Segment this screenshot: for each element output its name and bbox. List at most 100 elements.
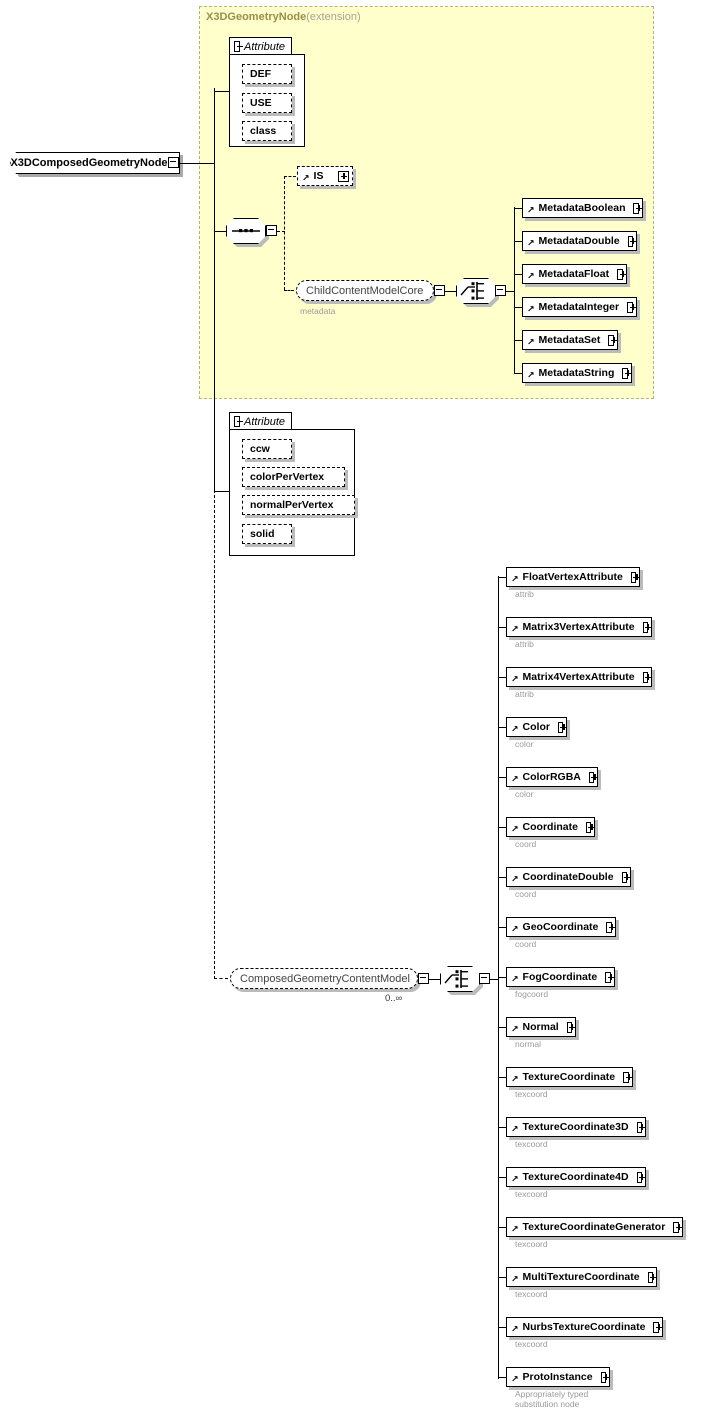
element-floatvertexattribute[interactable]: ↗FloatVertexAttribute (506, 567, 640, 587)
substitution-arrow-icon: ↗ (511, 824, 519, 835)
element-toggle[interactable] (608, 334, 617, 346)
element-caption: coord (515, 889, 537, 899)
attribute-use[interactable]: USE (242, 93, 292, 113)
child-content-model-core-toggle[interactable] (434, 285, 445, 296)
root-node-box[interactable] (10, 152, 180, 174)
element-label: MetadataBoolean (538, 202, 626, 214)
attribute-group-geometry-header[interactable]: Attribute (229, 412, 292, 430)
element-toggle[interactable] (600, 1371, 610, 1383)
element-metadatadouble[interactable]: ↗MetadataDouble (522, 231, 637, 251)
connector-spine-to-core-attrs (214, 90, 230, 92)
connector-spine-to-element (498, 1326, 506, 1328)
element-label: ColorRGBA (522, 771, 581, 783)
extension-base-type-name: X3DGeometryNode (206, 11, 307, 23)
substitution-arrow-icon: ↗ (527, 370, 535, 381)
element-label: NurbsTextureCoordinate (522, 1321, 646, 1333)
element-fogcoordinate[interactable]: ↗FogCoordinate (506, 967, 615, 987)
element-toggle[interactable] (630, 571, 640, 583)
metadata-choice-connector[interactable] (456, 278, 496, 304)
attribute-group-geometry-toggle[interactable] (234, 416, 243, 427)
is-element[interactable]: ↗ IS (297, 166, 353, 186)
element-metadatafloat[interactable]: ↗MetadataFloat (522, 264, 627, 284)
attribute-group-core-toggle[interactable] (234, 41, 243, 52)
element-toggle[interactable] (585, 821, 595, 833)
substitution-arrow-icon: ↗ (511, 624, 519, 635)
attribute-group-core-header[interactable]: Attribute (229, 37, 292, 55)
connector-spine-to-element (514, 339, 522, 341)
element-nurbstexturecoordinate[interactable]: ↗NurbsTextureCoordinate (506, 1317, 663, 1337)
element-colorrgba[interactable]: ↗ColorRGBA (506, 767, 598, 787)
element-toggle[interactable] (605, 971, 614, 983)
element-metadatastring[interactable]: ↗MetadataString (522, 363, 632, 383)
element-toggle[interactable] (622, 367, 631, 379)
is-element-toggle[interactable] (338, 170, 349, 182)
element-toggle[interactable] (623, 1071, 632, 1083)
root-node-toggle[interactable] (168, 157, 179, 168)
substitution-arrow-icon: ↗ (511, 574, 519, 585)
element-label: MetadataSet (538, 334, 601, 346)
attribute-colorpervertex[interactable]: colorPerVertex (242, 467, 345, 487)
connector-spine-to-sequence (214, 230, 227, 232)
element-toggle[interactable] (642, 671, 652, 683)
element-label: Color (522, 721, 550, 733)
composed-geometry-content-model[interactable]: ComposedGeometryContentModel (230, 968, 418, 989)
element-texturecoordinate[interactable]: ↗TextureCoordinate (506, 1067, 633, 1087)
element-toggle[interactable] (642, 621, 652, 633)
connector-to-content-model (214, 978, 228, 979)
element-toggle[interactable] (647, 1271, 657, 1283)
connector-spine-to-element (498, 626, 506, 628)
element-toggle[interactable] (673, 1221, 682, 1233)
element-toggle[interactable] (627, 301, 636, 313)
element-toggle[interactable] (617, 268, 626, 280)
element-toggle[interactable] (653, 1321, 662, 1333)
element-toggle[interactable] (566, 1021, 576, 1033)
attribute-normalpervertex[interactable]: normalPerVertex (242, 495, 355, 515)
element-metadataboolean[interactable]: ↗MetadataBoolean (522, 198, 643, 218)
attribute-def[interactable]: DEF (242, 64, 292, 84)
attribute-group-core-title: Attribute (244, 40, 285, 53)
element-normal[interactable]: ↗Normal (506, 1017, 576, 1037)
geometry-choice-toggle[interactable] (479, 973, 490, 984)
attribute-class[interactable]: class (242, 121, 292, 141)
child-content-model-core[interactable]: ChildContentModelCore (296, 280, 434, 301)
attribute-group-geometry-title: Attribute (244, 415, 285, 428)
element-geocoordinate[interactable]: ↗GeoCoordinate (506, 917, 616, 937)
element-protoinstance[interactable]: ↗ProtoInstance (506, 1367, 610, 1387)
element-label: MetadataString (538, 367, 615, 379)
connector-sequence-branch (277, 230, 285, 232)
element-toggle[interactable] (636, 1121, 646, 1133)
element-coordinate[interactable]: ↗Coordinate (506, 817, 595, 837)
element-coordinatedouble[interactable]: ↗CoordinateDouble (506, 867, 631, 887)
element-texturecoordinate4d[interactable]: ↗TextureCoordinate4D (506, 1167, 646, 1187)
sequence-connector-toggle[interactable] (266, 225, 277, 236)
sequence-connector-glyph (232, 229, 260, 233)
element-metadatainteger[interactable]: ↗MetadataInteger (522, 297, 637, 317)
element-metadataset[interactable]: ↗MetadataSet (522, 330, 618, 350)
attribute-solid[interactable]: solid (242, 524, 292, 544)
metadata-choice-toggle[interactable] (495, 285, 506, 296)
element-matrix4vertexattribute[interactable]: ↗Matrix4VertexAttribute (506, 667, 652, 687)
element-texturecoordinate3d[interactable]: ↗TextureCoordinate3D (506, 1117, 646, 1137)
connector-spine-to-element (498, 1376, 506, 1378)
root-node-label: X3DComposedGeometryNode (10, 157, 168, 169)
element-color[interactable]: ↗Color (506, 717, 567, 737)
element-multitexturecoordinate[interactable]: ↗MultiTextureCoordinate (506, 1267, 657, 1287)
element-caption: color (515, 739, 534, 749)
element-toggle[interactable] (627, 235, 637, 247)
element-toggle[interactable] (588, 771, 598, 783)
element-matrix3vertexattribute[interactable]: ↗Matrix3VertexAttribute (506, 617, 652, 637)
extension-qualifier: (extension) (306, 11, 361, 23)
element-toggle[interactable] (557, 721, 567, 733)
attribute-ccw[interactable]: ccw (242, 439, 292, 459)
substitution-arrow-icon: ↗ (511, 1374, 519, 1385)
element-label: CoordinateDouble (522, 871, 614, 883)
connector-spine-to-element (514, 306, 522, 308)
element-toggle[interactable] (621, 871, 631, 883)
element-toggle[interactable] (633, 202, 642, 214)
element-texturecoordinategenerator[interactable]: ↗TextureCoordinateGenerator (506, 1217, 683, 1237)
element-toggle[interactable] (636, 1171, 646, 1183)
element-caption: attrib (515, 689, 534, 699)
substitution-arrow-icon: ↗ (511, 874, 519, 885)
composed-geometry-content-model-toggle[interactable] (418, 973, 429, 984)
element-toggle[interactable] (606, 921, 615, 933)
